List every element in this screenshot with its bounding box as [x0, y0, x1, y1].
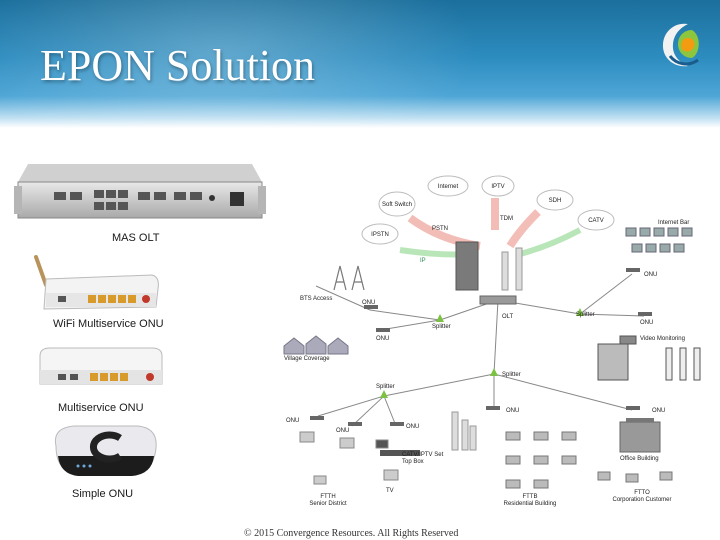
splitter-node [380, 390, 388, 398]
internet-bar-label: Internet Bar [658, 220, 689, 226]
onu-node [348, 422, 362, 426]
cloud-soft-switch [378, 191, 416, 217]
office-building-icon [619, 418, 661, 453]
splitter-label: Splitter [376, 384, 395, 390]
onu-label: ONU [286, 418, 299, 424]
splitter-label: Splitter [432, 324, 451, 330]
mas-olt-device [14, 164, 266, 219]
splitter-node [490, 368, 498, 376]
core-rack-equipment [455, 241, 523, 291]
wifi-onu-caption: WiFi Multiservice ONU [53, 318, 164, 330]
onu-label: ONU [406, 424, 419, 430]
onu-node [376, 328, 390, 332]
onu-label: ONU [652, 408, 665, 414]
village-houses-icon [283, 335, 349, 355]
bts-tower-icon [333, 265, 365, 291]
onu-node [310, 416, 324, 420]
simple-onu-caption: Simple ONU [72, 488, 134, 500]
onu-label: ONU [506, 408, 519, 414]
wifi-onu-device [34, 255, 159, 310]
onu-label: ONU [362, 300, 375, 306]
onu-label: ONU [336, 428, 349, 434]
cloud-soft-switch-label: Soft Switch [382, 202, 412, 208]
set-top-box-icon [380, 450, 420, 456]
onu-label: ONU [644, 272, 657, 278]
splitter-label: Splitter [502, 372, 521, 378]
senior-district-devices-icon [299, 431, 399, 485]
ftth-label: FTTH [320, 494, 335, 500]
slide-title: EPON Solution [40, 41, 316, 90]
onu-node [626, 406, 640, 410]
splitter-node [576, 308, 584, 316]
header-glow [0, 0, 480, 128]
cloud-internet [427, 175, 469, 197]
onu-label: ONU [376, 336, 389, 342]
olt-node [479, 295, 517, 305]
tv-label: TV [386, 488, 394, 494]
splitter-node [436, 314, 444, 322]
village-coverage-label: Village Coverage [284, 356, 330, 362]
multiservice-onu-device [39, 347, 163, 385]
cloud-ipstn [361, 223, 399, 245]
cloud-iptv-label: IPTV [491, 184, 504, 190]
residential-building-label: Residential Building [504, 501, 557, 507]
residential-phones-icon [505, 431, 577, 489]
catv-set-label: CATV/IPTV Set [402, 452, 444, 458]
service-ip-label: IP [420, 258, 426, 264]
cloud-iptv [481, 175, 515, 197]
epon-network-diagram: Internet IPTV Soft Switch SDH IPSTN CATV… [280, 150, 718, 510]
cloud-sdh [536, 189, 574, 211]
onu-node [390, 422, 404, 426]
cloud-catv-label: CATV [588, 218, 604, 224]
corporation-customer-label: Corporation Customer [612, 497, 671, 503]
company-logo-icon [662, 23, 699, 67]
service-pstn-label: PSTN [432, 226, 448, 232]
ftto-label: FTTO [634, 490, 650, 496]
office-building-label: Office Building [620, 456, 659, 462]
cloud-ipstn-label: IPSTN [371, 232, 389, 238]
onu-node [486, 406, 500, 410]
bts-access-label: BTS Access [300, 296, 332, 302]
top-box-label: Top Box [402, 459, 424, 465]
mas-olt-caption: MAS OLT [112, 232, 160, 244]
cloud-catv [577, 209, 615, 231]
header-banner [0, 0, 720, 128]
cloud-internet-label: Internet [438, 184, 459, 190]
onu-label: ONU [640, 320, 653, 326]
simple-onu-device [54, 425, 157, 476]
onu-node [364, 305, 378, 309]
olt-label: OLT [502, 314, 514, 320]
video-monitoring-label: Video Monitoring [640, 336, 685, 342]
video-monitoring-icon [597, 335, 701, 381]
onu-node [638, 312, 652, 316]
copyright-footer: © 2015 Convergence Resources. All Rights… [244, 528, 459, 539]
splitter-label: Splitter [576, 312, 595, 318]
onu-node [626, 268, 640, 272]
fttb-label: FTTB [523, 494, 538, 500]
service-tdm-label: TDM [500, 216, 513, 222]
internet-bar-computers-icon [625, 227, 693, 253]
cloud-sdh-label: SDH [549, 198, 562, 204]
senior-district-label: Senior District [309, 501, 347, 507]
multiservice-onu-caption: Multiservice ONU [58, 402, 144, 414]
